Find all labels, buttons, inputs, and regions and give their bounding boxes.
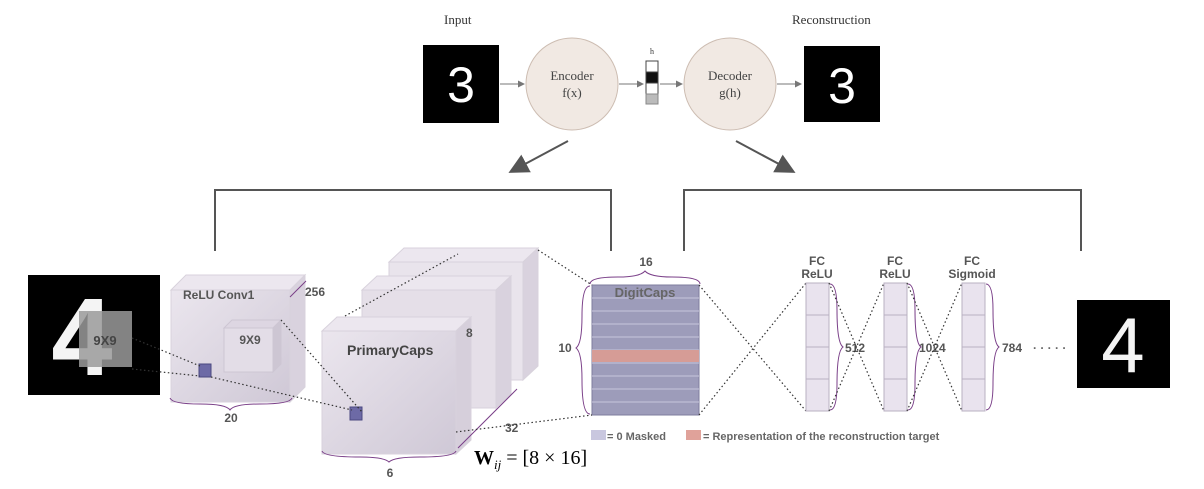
decoder-bracket (683, 189, 1082, 251)
weight-value: = [8 × 16] (501, 447, 587, 469)
legend-masked-text: = 0 Masked (607, 431, 666, 443)
weight-subscript: ij (494, 457, 502, 472)
input-image: 3 (423, 45, 499, 123)
reconstruction-label: Reconstruction (792, 12, 871, 27)
primarycaps-title: PrimaryCaps (347, 342, 434, 358)
digitcaps-block: DigitCaps 16 10 (558, 255, 701, 416)
conv-depth: 256 (305, 285, 325, 299)
legend: = 0 Masked = Representation of the recon… (591, 430, 940, 443)
weight-formula: Wij = [8 × 16] (474, 447, 587, 472)
input-label: Input (444, 12, 472, 27)
conv-width-brace (169, 397, 293, 411)
fc1-layer: FC ReLU 512 (801, 254, 865, 412)
legend-masked-swatch (591, 430, 606, 440)
kernel-line-top (131, 337, 201, 367)
conv-depth-brace (289, 280, 307, 298)
decoder-ellipsis: · · · · · (1033, 341, 1066, 355)
encoder-title: Encoder (550, 68, 594, 83)
encoder-node: Encoder f(x) (525, 37, 619, 131)
fc2-activation: ReLU (879, 267, 910, 281)
fc2-fc3-line-b (906, 282, 963, 412)
conv-inner-kernel: 9X9 (239, 333, 261, 347)
legend-target-text: = Representation of the reconstruction t… (703, 431, 940, 443)
primarycaps-width: 6 (387, 466, 394, 480)
svg-text:Wij = [8 × 16]: Wij = [8 × 16] (474, 447, 587, 472)
digitcaps-title: DigitCaps (615, 285, 676, 300)
fc2-size: 1024 (919, 341, 946, 355)
primarycaps-depth: 8 (466, 326, 473, 340)
digitcaps-target-row (592, 350, 699, 362)
kernel-label-input: 9X9 (93, 333, 116, 348)
primarycaps-count: 32 (505, 421, 519, 435)
conv-kernel-line-2 (280, 319, 363, 413)
fc2-fc3-line-a (906, 282, 963, 412)
output-image-4: 4 (1077, 300, 1170, 389)
fc1-activation: ReLU (801, 267, 832, 281)
fc1-size: 512 (845, 341, 865, 355)
fc1-fc2-line-a (828, 282, 885, 412)
input-image-4: 4 9X9 (28, 275, 160, 399)
fc3-activation: Sigmoid (948, 267, 995, 281)
conv-output-unit (198, 363, 212, 378)
weight-symbol: W (474, 447, 494, 469)
output-digit-4: 4 (1101, 301, 1144, 389)
primary-digit-line-top (537, 249, 593, 286)
digitcaps-height: 10 (558, 341, 572, 355)
fc2-title: FC (887, 254, 903, 268)
output-digit-top: 3 (828, 58, 856, 114)
reconstruction-image: 3 (804, 46, 880, 122)
relu-conv1-title: ReLU Conv1 (183, 288, 255, 302)
input-digit: 3 (447, 57, 475, 113)
primarycaps-diagonal (344, 253, 459, 317)
primarycaps-count-brace (457, 388, 518, 449)
fc3-size: 784 (1002, 341, 1022, 355)
conv-kernel-line-1 (210, 376, 353, 411)
fc1-fc2-line-b (828, 282, 885, 412)
digit-fc1-line-a (698, 284, 807, 412)
encoder-bracket (214, 189, 612, 251)
fc1-title: FC (809, 254, 825, 268)
relu-conv1-block: ReLU Conv1 9X9 256 20 (169, 273, 325, 425)
decoder-title: Decoder (708, 68, 753, 83)
conv-width: 20 (224, 411, 238, 425)
primary-digit-line-bottom (455, 414, 593, 433)
kernel-line-bottom (131, 368, 201, 377)
digitcaps-width: 16 (639, 255, 653, 269)
fc3-layer: FC Sigmoid 784 (948, 254, 1022, 412)
code-vector: h (645, 47, 659, 105)
primarycaps-unit (349, 406, 363, 421)
fc3-title: FC (964, 254, 980, 268)
decoder-node: Decoder g(h) (683, 37, 777, 131)
legend-target-swatch (686, 430, 701, 440)
primarycaps-stack: PrimaryCaps 8 32 6 (320, 246, 540, 480)
digitcaps-height-brace (575, 285, 591, 415)
encoder-func: f(x) (562, 85, 582, 100)
digit-fc1-line-b (698, 282, 807, 416)
primarycaps-width-brace (321, 450, 457, 463)
arrow-to-decoder-detail (735, 140, 796, 173)
code-label: h (650, 47, 654, 56)
arrow-to-encoder-detail (508, 140, 569, 173)
digitcaps-width-brace (589, 270, 701, 285)
fc2-layer: FC ReLU 1024 (879, 254, 946, 412)
decoder-func: g(h) (719, 85, 741, 100)
